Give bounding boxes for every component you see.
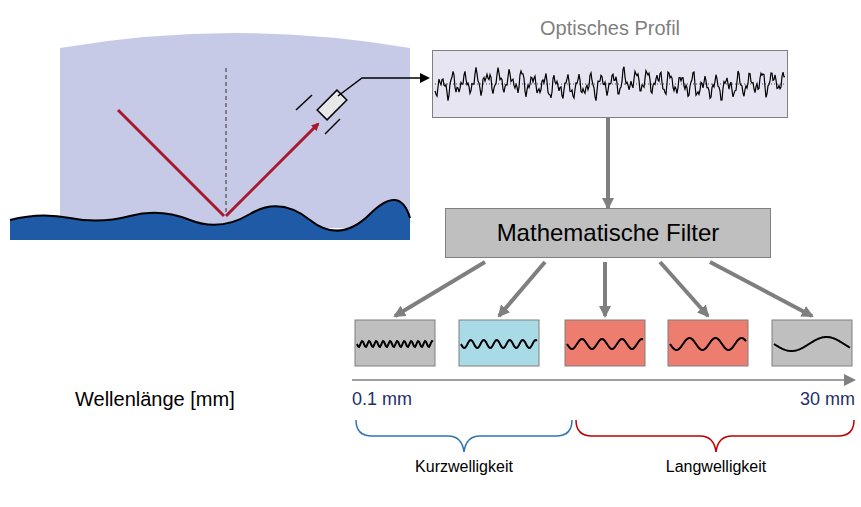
filter-band-box	[668, 320, 748, 366]
axis-max: 30 mm	[800, 389, 855, 410]
filter-output-arrow	[499, 262, 545, 316]
filter-output-arrow	[710, 262, 812, 316]
wavelength-axis	[352, 379, 854, 381]
surface-edge	[10, 200, 410, 231]
band-wave	[357, 341, 433, 347]
signal-line	[338, 78, 428, 96]
detector	[317, 90, 347, 120]
filter-output-arrow	[395, 262, 485, 316]
long-wave-brace	[576, 420, 854, 452]
detector-slit	[325, 119, 340, 134]
band-wave	[670, 338, 746, 350]
profile-box: Optisches Profil	[432, 50, 788, 118]
profile-signal	[433, 51, 787, 117]
short-wave-brace	[356, 420, 572, 452]
band-wave	[461, 340, 537, 348]
box-label: Mathematische Filter	[497, 219, 720, 248]
flow-arrow	[606, 118, 610, 208]
filter-band-box	[565, 320, 645, 366]
axis-title: Wellenlänge [mm]	[75, 388, 235, 411]
box-heading: Optisches Profil	[433, 17, 787, 40]
band-wave	[567, 339, 643, 349]
filter-band-box	[355, 320, 435, 366]
filter-band-box	[772, 320, 852, 366]
range-label: Langwelligkeit	[666, 458, 767, 476]
water-surface	[10, 200, 410, 240]
normal-line	[225, 68, 227, 214]
sensor-housing	[60, 33, 410, 228]
band-wave	[774, 337, 850, 351]
range-label: Kurzwelligkeit	[415, 458, 513, 476]
incident-beam	[118, 110, 224, 216]
axis-min: 0.1 mm	[352, 389, 412, 410]
detector-slit	[296, 95, 312, 110]
filter-output-arrow	[603, 262, 607, 316]
filter-output-arrow	[660, 262, 708, 316]
filter-band-box	[459, 320, 539, 366]
reflected-beam	[226, 124, 318, 216]
filter-box: Mathematische Filter	[445, 208, 771, 258]
